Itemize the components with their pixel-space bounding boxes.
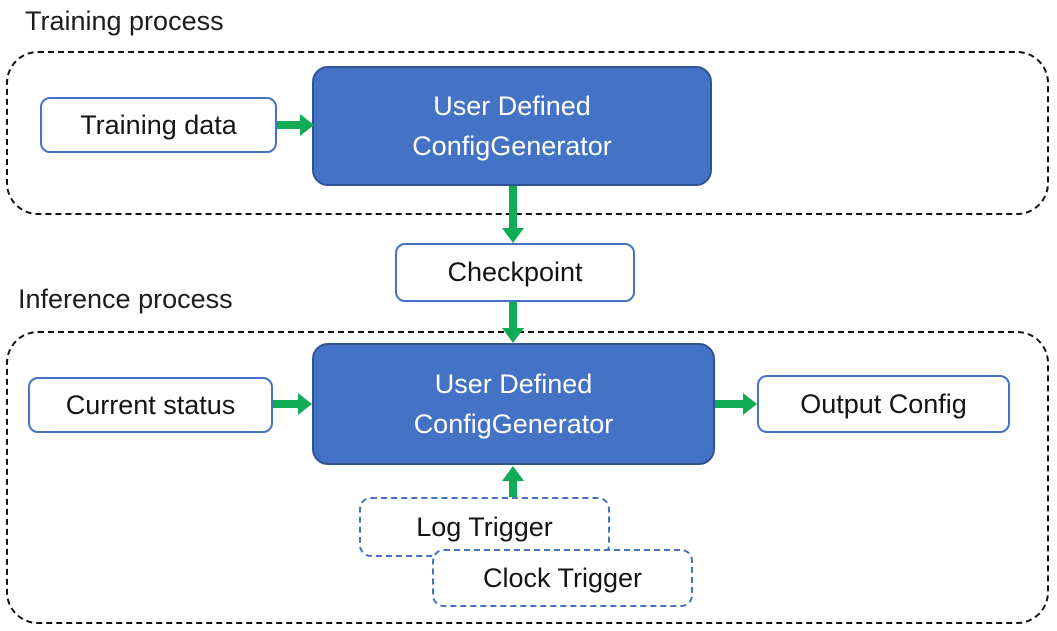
inference-generator-line2: ConfigGenerator [413, 409, 614, 439]
arrow-generator-to-checkpoint [502, 186, 524, 243]
arrow-triggers-to-generator [502, 466, 524, 497]
inference-dashed-container [6, 331, 1049, 624]
arrow-checkpoint-to-inference-generator [502, 302, 524, 343]
inference-process-label: Inference process [18, 284, 233, 314]
checkpoint-box: Checkpoint [395, 243, 635, 302]
arrow-shaft [509, 481, 517, 497]
arrow-head-right-icon [300, 114, 314, 136]
arrow-shaft [509, 302, 517, 328]
arrow-training-data-to-generator [277, 114, 314, 136]
arrow-shaft [715, 400, 743, 408]
arrow-head-right-icon [298, 393, 312, 415]
training-generator-box: User Defined ConfigGenerator [312, 66, 712, 186]
log-trigger-box: Log Trigger [359, 497, 610, 557]
arrow-head-down-icon [502, 228, 524, 243]
inference-generator-box: User Defined ConfigGenerator [312, 343, 715, 465]
training-process-label: Training process [25, 6, 224, 36]
arrow-head-up-icon [502, 466, 524, 481]
arrow-shaft [277, 121, 300, 129]
training-dashed-container [6, 51, 1049, 215]
arrow-head-down-icon [502, 328, 524, 343]
training-generator-line1: User Defined [433, 91, 591, 121]
arrow-shaft [273, 400, 298, 408]
current-status-box: Current status [28, 377, 273, 433]
arrow-head-right-icon [743, 393, 757, 415]
training-generator-line2: ConfigGenerator [412, 131, 612, 161]
training-data-box: Training data [40, 97, 277, 153]
arrow-current-status-to-generator [273, 393, 312, 415]
output-config-box: Output Config [757, 375, 1010, 433]
inference-generator-line1: User Defined [434, 369, 593, 399]
arrow-generator-to-output [715, 393, 757, 415]
arrow-shaft [509, 186, 517, 228]
clock-trigger-box: Clock Trigger [432, 549, 693, 607]
